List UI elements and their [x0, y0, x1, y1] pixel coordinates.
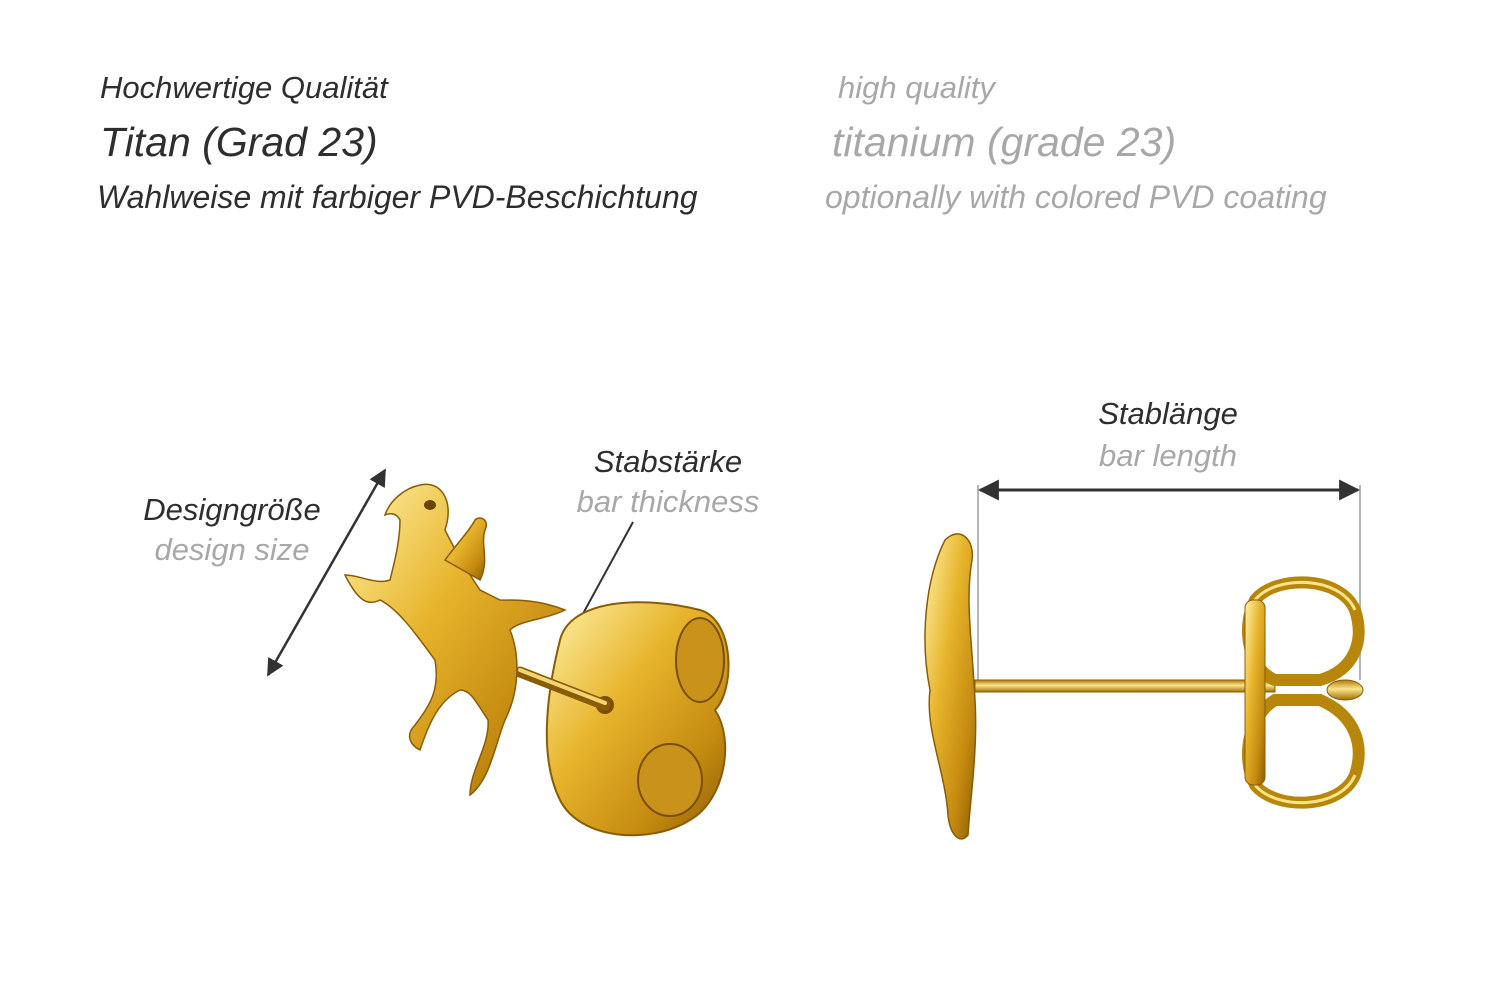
- gecko-design: [343, 483, 567, 797]
- earring-side-view: [924, 533, 1365, 840]
- coating-label-en: optionally with colored PVD coating: [825, 179, 1327, 215]
- material-label-de: Titan (Grad 23): [100, 119, 378, 165]
- design-size-arrow: [266, 468, 387, 677]
- bar-thickness-label-en: bar thickness: [576, 484, 760, 519]
- earring-back-front-view: [545, 601, 730, 837]
- bar-length-label-de: Stablänge: [1098, 396, 1238, 431]
- material-label-en: titanium (grade 23): [832, 119, 1177, 165]
- quality-label-en: high quality: [838, 70, 995, 105]
- bar-length-label-en: bar length: [1099, 438, 1237, 473]
- bar-thickness-label-de: Stabstärke: [593, 444, 743, 479]
- quality-label-de: Hochwertige Qualität: [100, 70, 388, 105]
- coating-label-de: Wahlweise mit farbiger PVD-Beschichtung: [97, 179, 698, 215]
